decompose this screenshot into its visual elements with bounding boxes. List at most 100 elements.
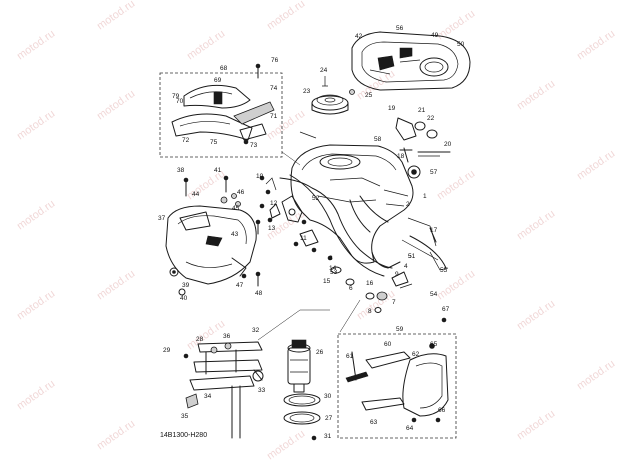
watermark: motod.ru [15, 378, 57, 413]
callout-33: 33 [258, 387, 266, 394]
callout-43: 43 [231, 231, 239, 238]
callout-56: 56 [396, 25, 404, 32]
callout-66: 66 [438, 407, 446, 414]
watermark: motod.ru [575, 148, 617, 183]
callout-27: 27 [325, 415, 333, 422]
callout-28: 28 [196, 336, 204, 343]
callout-67: 67 [442, 306, 450, 313]
vent-hose [407, 217, 437, 247]
callout-42: 42 [355, 33, 363, 40]
callout-55: 55 [440, 267, 448, 274]
fuel-pump [287, 339, 311, 393]
leader-line [257, 309, 330, 341]
damper-57 [407, 165, 421, 179]
watermark-layer: motod.ru motod.ru motod.ru motod.ru moto… [15, 0, 617, 462]
callout-70: 70 [176, 98, 184, 105]
callout-53: 53 [330, 269, 338, 276]
bolt-57 [299, 131, 317, 139]
callout-14: 14 [329, 265, 337, 272]
watermark: motod.ru [515, 298, 557, 333]
callout-76: 76 [271, 57, 279, 64]
callout-39: 39 [182, 282, 190, 289]
callout-57: 57 [430, 169, 438, 176]
callout-38: 38 [177, 167, 185, 174]
callout-18: 18 [397, 153, 405, 160]
watermark: motod.ru [575, 28, 617, 63]
pump-bracket [183, 341, 264, 439]
watermark: motod.ru [355, 68, 397, 103]
callout-32: 32 [252, 327, 260, 334]
callout-20: 20 [444, 141, 452, 148]
callout-74: 74 [270, 85, 278, 92]
callout-13: 13 [268, 225, 276, 232]
callout-31: 31 [324, 433, 332, 440]
leader-line [281, 151, 301, 166]
callout-10: 10 [256, 173, 264, 180]
fuel-filler-cap [311, 76, 355, 115]
callout-49: 49 [431, 32, 439, 39]
callout-52: 52 [312, 195, 320, 202]
tank-upper-cover [351, 31, 471, 91]
callout-72: 72 [182, 137, 190, 144]
callout-79: 79 [172, 93, 180, 100]
callout-22: 22 [427, 115, 435, 122]
callout-45: 45 [232, 205, 240, 212]
callout-15: 15 [323, 278, 331, 285]
callout-8: 8 [368, 308, 372, 315]
callout-40: 40 [180, 295, 188, 302]
callout-16: 16 [366, 280, 374, 287]
tank-bracket [259, 175, 319, 247]
inset-box-side-cover-assembly [337, 333, 457, 439]
callout-37: 37 [158, 215, 166, 222]
watermark: motod.ru [95, 268, 137, 303]
watermark: motod.ru [575, 358, 617, 393]
callout-48: 48 [255, 290, 263, 297]
callout-26: 26 [316, 349, 324, 356]
bolt-set-left [178, 175, 261, 296]
callout-24: 24 [320, 67, 328, 74]
callout-41: 41 [214, 167, 222, 174]
callout-34: 34 [204, 393, 212, 400]
callout-25: 25 [365, 92, 373, 99]
watermark: motod.ru [185, 318, 227, 353]
callout-2: 2 [406, 201, 410, 208]
watermark: motod.ru [95, 88, 137, 123]
watermark: motod.ru [515, 408, 557, 443]
callout-6: 6 [349, 285, 353, 292]
callout-61: 61 [346, 353, 354, 360]
hose-clamps [330, 251, 449, 313]
callout-46: 46 [237, 189, 245, 196]
callout-12: 12 [270, 200, 278, 207]
callout-47: 47 [236, 282, 244, 289]
callout-1: 1 [423, 193, 427, 200]
fuel-hose [279, 177, 393, 269]
callout-62: 62 [412, 351, 420, 358]
callout-71: 71 [270, 113, 278, 120]
left-tank-cover [165, 205, 257, 285]
watermark: motod.ru [15, 288, 57, 323]
tank-top-cover-parts [171, 63, 275, 145]
watermark: motod.ru [265, 0, 307, 32]
watermark: motod.ru [265, 428, 307, 463]
callout-30: 30 [324, 393, 332, 400]
callout-68: 68 [220, 65, 228, 72]
fuel-cock-assembly [395, 117, 451, 163]
callout-73: 73 [250, 142, 258, 149]
callout-54: 54 [430, 291, 438, 298]
callout-36: 36 [223, 333, 231, 340]
callout-63: 63 [370, 419, 378, 426]
watermark: motod.ru [515, 208, 557, 243]
callout-44: 44 [192, 191, 200, 198]
watermark: motod.ru [435, 8, 477, 43]
callout-60: 60 [384, 341, 392, 348]
callout-7: 7 [392, 299, 396, 306]
diagram-code: 14B1300-H280 [160, 432, 207, 439]
watermark: motod.ru [15, 28, 57, 63]
callout-4: 4 [404, 263, 408, 270]
inset-box-cover-assembly [159, 72, 283, 158]
watermark: motod.ru [15, 198, 57, 233]
watermark: motod.ru [515, 78, 557, 113]
watermark: motod.ru [95, 0, 137, 32]
callout-50: 50 [457, 41, 465, 48]
